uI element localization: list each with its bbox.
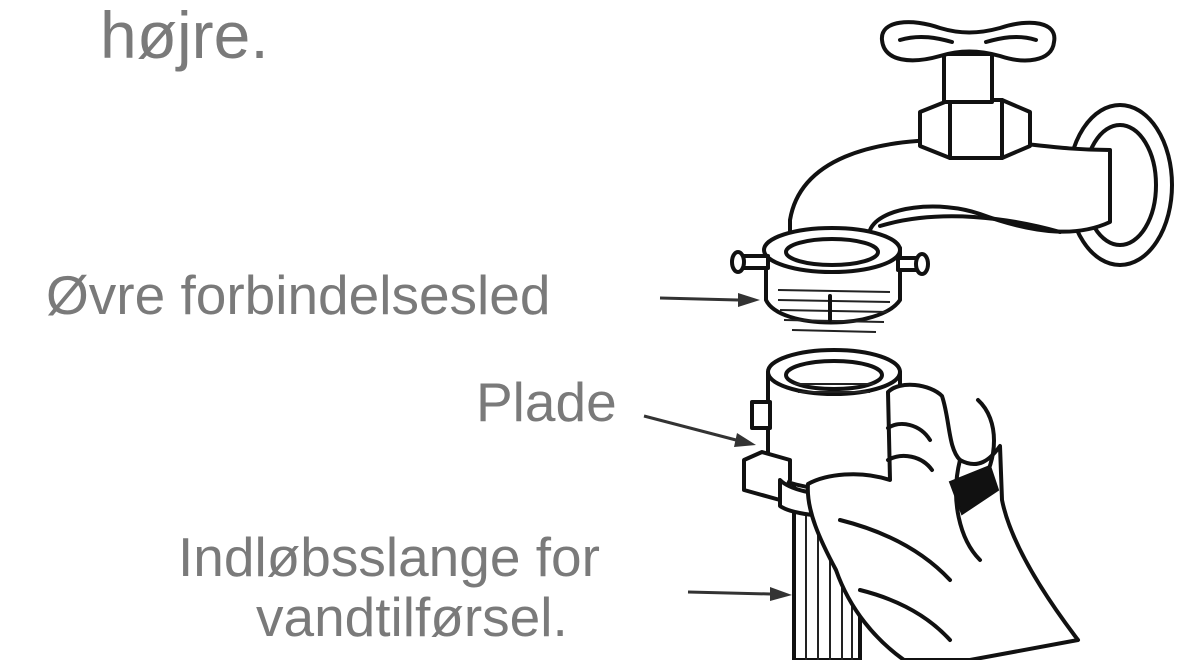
instruction-heading-fragment: højre. [100,2,269,68]
leader-upper-connector [660,293,760,307]
tap-handle [882,22,1054,158]
label-inlet-hose-line2: vandtilførsel. [256,590,568,645]
leader-inlet-hose [688,587,792,601]
label-inlet-hose-line1: Indløbsslange for [178,530,600,585]
upper-connector [732,228,928,332]
label-upper-connector: Øvre forbindelsesled [46,268,550,323]
leader-plate [644,416,756,447]
label-plate: Plade [476,375,617,430]
